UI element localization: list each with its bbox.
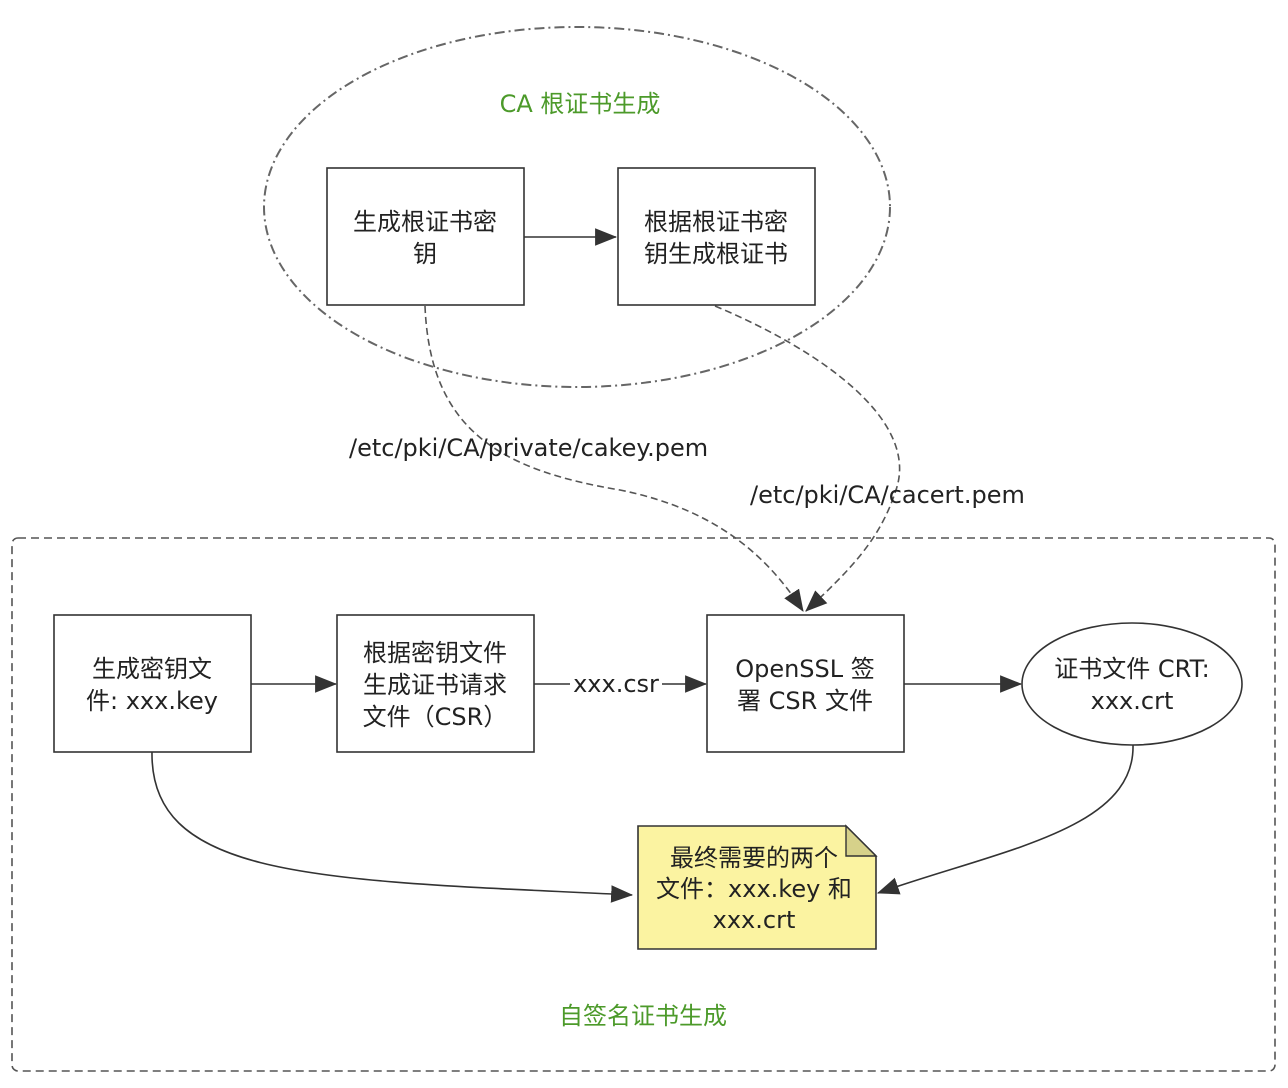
node-gen-root-key-line-2: 钥 — [413, 240, 437, 268]
cluster-ca-boundary — [263, 26, 891, 388]
node-gen-root-key: 生成根证书密 钥 — [326, 167, 525, 306]
csr-label-bg — [570, 670, 662, 698]
node-gen-root-cert: 根据根证书密 钥生成根证书 — [617, 167, 816, 306]
node-openssl-sign-line-1: OpenSSL 签 — [735, 655, 875, 683]
node-crt-file-line-2: xxx.crt — [1091, 687, 1174, 715]
node-crt-file-line-1: 证书文件 CRT: — [1054, 655, 1209, 683]
node-final-note: 最终需要的两个 文件：xxx.key 和 xxx.crt — [637, 824, 878, 950]
cluster-self-title: 自签名证书生成 — [559, 1002, 727, 1030]
node-gen-key-line-2: 件: xxx.key — [86, 687, 218, 715]
edge-label-cacert: /etc/pki/CA/cacert.pem — [750, 481, 1025, 509]
node-crt-file: 证书文件 CRT: xxx.crt — [1021, 622, 1243, 746]
edge-cakey-to-sign — [424, 305, 804, 612]
node-gen-csr-line-1: 根据密钥文件 — [363, 639, 507, 667]
node-gen-key-line-1: 生成密钥文 — [92, 655, 212, 683]
node-gen-csr: 根据密钥文件 生成证书请求 文件（CSR） — [336, 614, 535, 753]
node-gen-root-cert-line-1: 根据根证书密 — [644, 208, 788, 236]
edge-cacert-to-sign — [714, 305, 901, 612]
edge-key-to-note — [151, 751, 634, 903]
edge-label-csr: xxx.csr — [573, 670, 659, 698]
cluster-self-boundary — [11, 537, 1276, 1072]
node-gen-root-cert-line-2: 钥生成根证书 — [644, 240, 788, 268]
cluster-ca-root: CA 根证书生成 — [263, 26, 891, 388]
node-gen-csr-line-2: 生成证书请求 — [363, 671, 507, 699]
node-openssl-sign: OpenSSL 签 署 CSR 文件 — [706, 614, 905, 753]
node-openssl-sign-line-2: 署 CSR 文件 — [737, 687, 873, 715]
node-final-note-line-1: 最终需要的两个 — [670, 844, 838, 872]
node-gen-csr-line-3: 文件（CSR） — [363, 703, 508, 731]
node-final-note-line-2: 文件：xxx.key 和 — [656, 875, 852, 903]
node-gen-key: 生成密钥文 件: xxx.key — [53, 614, 252, 753]
node-final-note-line-3: xxx.crt — [713, 906, 796, 934]
edge-label-cakey: /etc/pki/CA/private/cakey.pem — [349, 434, 708, 462]
cluster-self-signed: 自签名证书生成 — [11, 537, 1276, 1072]
cluster-ca-title: CA 根证书生成 — [500, 90, 661, 118]
edge-crt-to-note — [876, 744, 1134, 895]
node-gen-root-key-line-1: 生成根证书密 — [353, 208, 497, 236]
note-fold-corner — [845, 824, 878, 857]
